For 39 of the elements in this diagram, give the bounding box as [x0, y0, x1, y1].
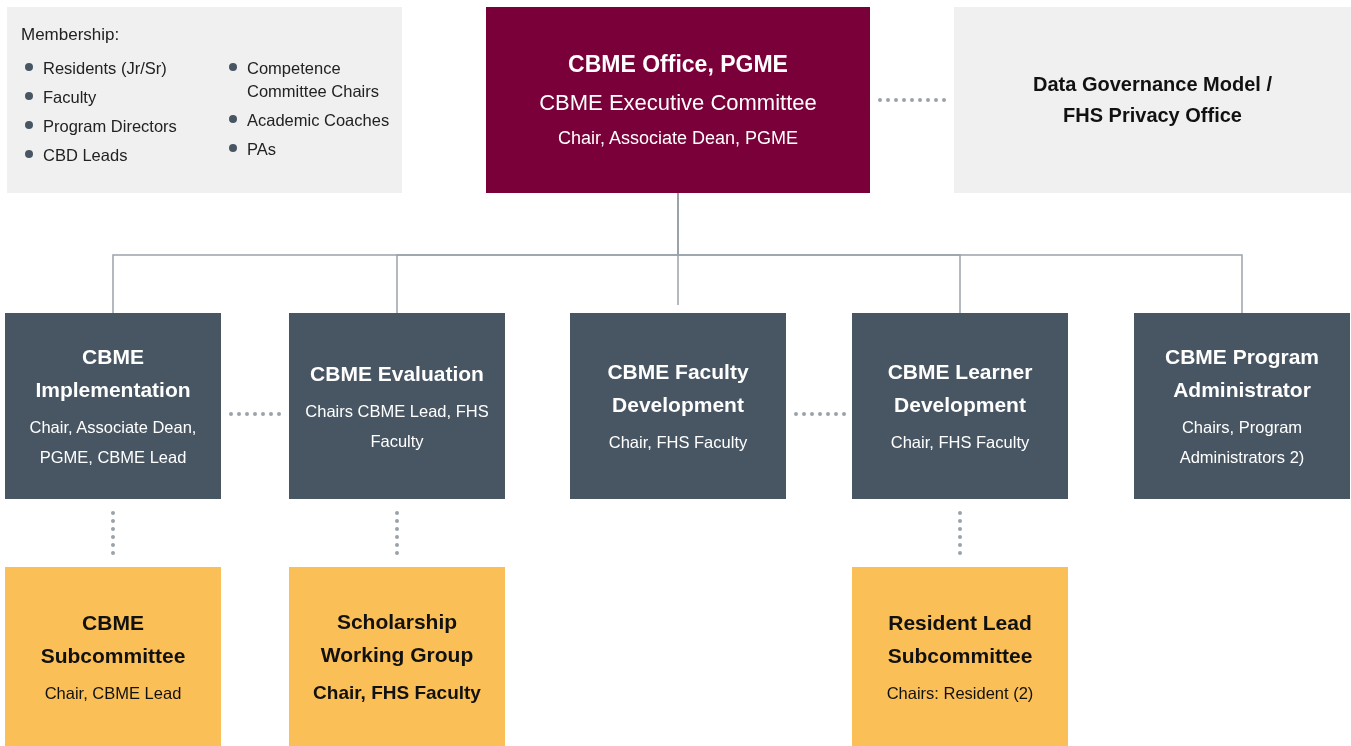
box-title: CBME Faculty Development	[606, 359, 750, 418]
box-text: Chairs: Resident (2)	[885, 682, 1035, 704]
box-title: CBME Learner Development	[886, 359, 1034, 418]
list-item: CBD Leads	[43, 145, 128, 166]
box-text: Chair, Associate Dean, PGME	[556, 128, 800, 149]
box-text: Chairs CBME Lead, FHS Faculty	[304, 400, 490, 452]
panel-heading: Membership:	[21, 25, 120, 45]
box-text: Chair, CBME Lead	[43, 682, 183, 704]
committee-box	[852, 313, 1068, 499]
committee-box	[1134, 313, 1350, 499]
list-item: Residents (Jr/Sr)	[43, 58, 167, 79]
box-text: Chairs, Program Administrators 2)	[1178, 417, 1306, 468]
box-subtitle: CBME Executive Committee	[538, 90, 818, 116]
committee-box	[289, 313, 505, 499]
box-text: Chair, FHS Faculty	[607, 432, 749, 453]
box-title: CBME Evaluation	[309, 360, 485, 387]
subcommittee-box	[289, 567, 505, 746]
committee-box	[570, 313, 786, 499]
list-item: PAs	[247, 139, 277, 160]
subcommittee-box	[5, 567, 221, 746]
subcommittee-box	[852, 567, 1068, 746]
membership-panel	[7, 7, 402, 193]
box-title: CBME Program Administrator	[1164, 344, 1320, 403]
list-item: Academic Coaches	[247, 110, 390, 131]
dotted-connector	[794, 412, 848, 416]
box-text: Chair, FHS Faculty	[889, 432, 1031, 453]
box-title: Data Governance Model / FHS Privacy Office	[1032, 72, 1273, 128]
box-text: Chair, Associate Dean, PGME, CBME Lead	[28, 417, 198, 468]
list-item: Competence Committee Chairs	[247, 58, 381, 102]
box-title: Scholarship Working Group	[319, 608, 475, 668]
box-title: CBME Implementation	[34, 344, 192, 403]
list-item: Program Directors	[43, 116, 177, 137]
list-item: Faculty	[43, 87, 97, 108]
office-box	[486, 7, 870, 193]
box-title: CBME Office, PGME	[567, 51, 789, 78]
box-text: Chair, FHS Faculty	[312, 680, 482, 705]
box-title: CBME Subcommittee	[39, 609, 187, 669]
committee-box	[5, 313, 221, 499]
box-title: Resident Lead Subcommittee	[886, 609, 1034, 669]
